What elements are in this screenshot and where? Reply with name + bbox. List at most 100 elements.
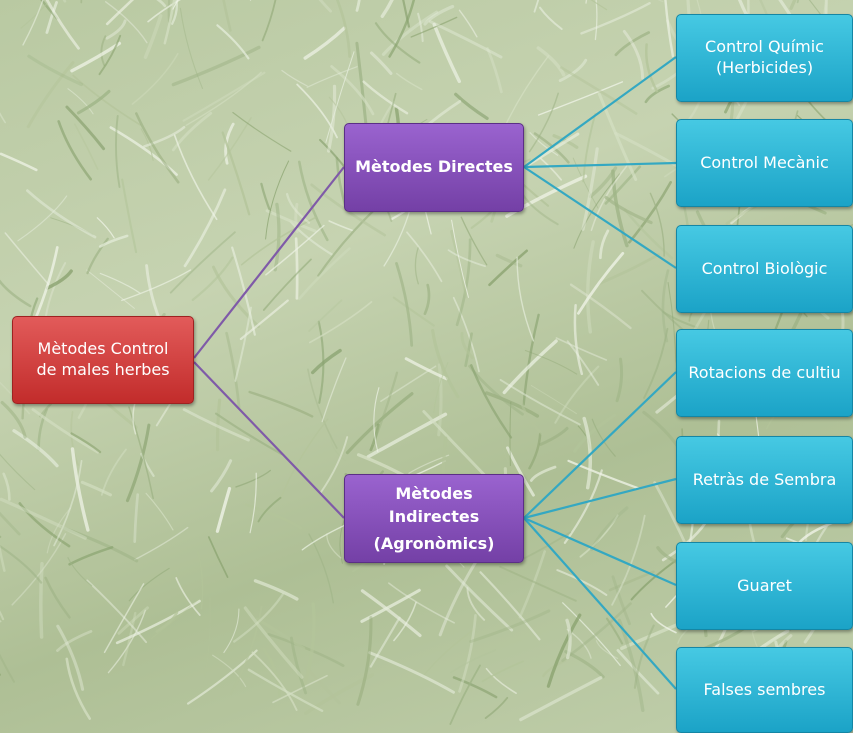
grass-blade [45,1,58,34]
indirect-line-2: Indirectes [388,506,480,526]
leaf-delay-label: Retràs de Sembra [692,469,837,489]
grass-blade [392,296,435,327]
grass-blade [479,571,541,641]
grass-blade [485,667,517,694]
grass-blade [449,664,481,725]
grass-blade [26,61,75,129]
grass-blade [454,92,489,120]
grass-blade [216,24,250,60]
grass-blade [586,240,595,334]
root-line-1: Mètodes Control [37,339,169,359]
grass-blade [406,231,443,283]
grass-blade [311,348,342,375]
grass-blade [53,459,83,547]
grass-blade [645,43,659,93]
grass-blade [0,112,6,124]
grass-blade [369,616,401,668]
grass-blade [294,237,299,300]
grass-blade [554,365,600,424]
grass-blade [37,408,48,451]
leaf-chemical-control: Control Químic (Herbicides) [676,14,853,102]
grass-blade [115,115,121,188]
grass-blade [70,411,79,466]
grass-blade [303,26,346,60]
grass-blade [285,192,311,224]
grass-blade [122,611,137,667]
grass-blade [2,472,11,501]
grass-blade [611,169,629,248]
grass-blade [167,0,171,23]
grass-blade [374,22,421,64]
grass-blade [281,69,308,87]
grass-blade [46,507,72,554]
grass-blade [633,624,655,689]
grass-blade [105,19,127,40]
grass-blade [540,157,563,181]
grass-blade [40,0,59,20]
grass-blade [203,597,211,683]
grass-blade [380,0,394,18]
grass-blade [611,575,631,626]
grass-blade [109,126,178,176]
grass-blade [345,392,414,455]
root-line-2: de males herbes [36,360,170,379]
grass-blade [297,247,351,301]
grass-blade [0,544,43,584]
grass-blade [212,654,247,688]
grass-blade [366,412,448,459]
grass-blade [573,413,617,453]
grass-blade [171,111,213,152]
branch-root-direct [193,166,345,359]
grass-blade [319,436,349,494]
grass-blade [330,65,375,116]
grass-blade [100,35,107,67]
grass-blade [452,676,498,699]
grass-blade [45,0,80,50]
grass-blade [460,216,488,266]
branch-indirect-rotation [523,371,677,519]
grass-blade [488,249,528,287]
grass-blade [267,633,345,667]
grass-blade [521,193,559,226]
branch-indirect-false-seeding [523,517,677,690]
grass-blade [251,651,298,711]
grass-blade [98,34,122,76]
grass-blade [414,247,419,285]
grass-blade [262,647,281,698]
grass-blade [589,506,629,552]
grass-blade [231,246,256,336]
grass-blade [614,31,651,57]
grass-blade [215,412,283,456]
leaf-rotation-label: Rotacions de cultiu [688,362,841,382]
grass-blade [65,657,91,720]
grass-blade [100,448,127,496]
grass-blade [485,391,540,418]
grass-blade [4,232,50,286]
grass-blade [567,459,641,490]
grass-blade [438,554,482,637]
indirect-line-1: Mètodes [395,483,473,503]
grass-blade [307,368,338,449]
branch-direct-chemical [523,56,677,168]
grass-blade [555,337,608,361]
grass-blade [326,533,342,559]
grass-blade [191,256,234,302]
grass-blade [56,624,85,691]
grass-blade [360,588,421,623]
grass-blade [605,617,624,645]
grass-blade [232,111,292,152]
grass-blade [328,220,354,232]
grass-blade [599,229,610,260]
direct-methods-node: Mètodes Directes [344,123,524,212]
grass-blade [516,256,535,342]
grass-blade [360,589,422,638]
grass-blade [98,234,129,248]
grass-blade [581,147,599,231]
grass-blade [318,0,332,13]
grass-blade [298,160,329,242]
grass-blade [588,166,618,199]
grass-blade [262,258,312,311]
grass-blade [664,0,675,58]
indirect-methods-node: Mètodes Indirectes (Agronòmics) [344,474,524,563]
